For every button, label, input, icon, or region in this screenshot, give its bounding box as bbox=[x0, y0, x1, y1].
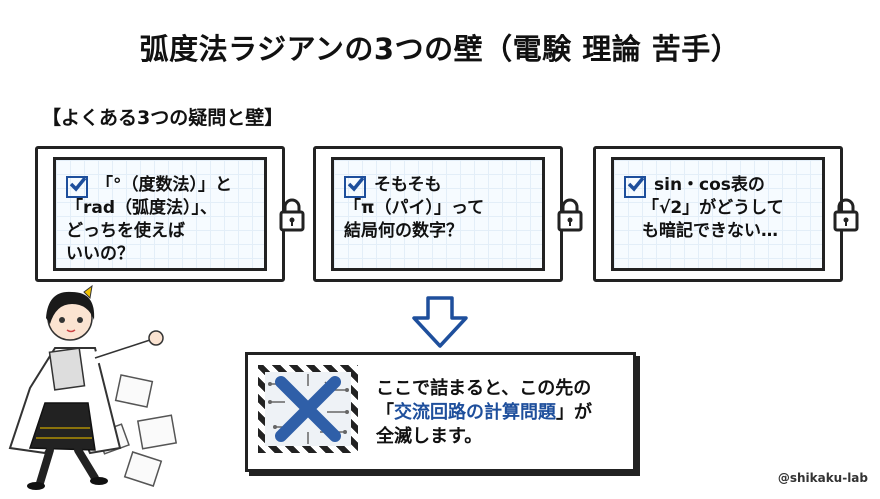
panel-line-1: 「°（度数法）」と bbox=[96, 175, 232, 195]
cross-mark-icon bbox=[268, 374, 349, 444]
panel-text: そもそも 「π（パイ）」って 結局何の数字？ bbox=[344, 174, 532, 243]
warning-text: ここで詰まると、この先の 「交流回路の計算問題」が 全滅します。 bbox=[376, 377, 592, 449]
panel-text: sin・cos表の 「√2」がどうして も暗記できない… bbox=[624, 174, 812, 243]
warning-line-3: 全滅します。 bbox=[376, 426, 483, 447]
panel-text: 「°（度数法）」と 「rad（弧度法）」、 どっちを使えば いいの？ bbox=[66, 174, 254, 266]
warning-line-1: ここで詰まると、この先の bbox=[376, 378, 592, 399]
warning-line-2: 「交流回路の計算問題」が bbox=[376, 401, 592, 425]
checkbox-icon bbox=[344, 176, 366, 198]
padlock-icon bbox=[833, 198, 859, 236]
panel-board: 「°（度数法）」と 「rad（弧度法）」、 どっちを使えば いいの？ bbox=[53, 157, 267, 271]
hazard-frame bbox=[258, 365, 358, 453]
panel-line-3: 結局何の数字？ bbox=[344, 221, 463, 241]
padlock-icon bbox=[279, 198, 305, 236]
panel-line-3: どっちを使えば bbox=[66, 221, 185, 241]
question-panel-3: sin・cos表の 「√2」がどうして も暗記できない… bbox=[593, 146, 859, 282]
circuit-pattern bbox=[265, 372, 351, 446]
panel-line-2: 「√2」がどうして bbox=[642, 198, 784, 218]
section-label: 【よくある3つの疑問と壁】 bbox=[42, 107, 284, 129]
character-illustration bbox=[0, 278, 210, 499]
panel-line-3: も暗記できない… bbox=[642, 221, 778, 241]
panel-board: sin・cos表の 「√2」がどうして も暗記できない… bbox=[611, 157, 825, 271]
credit-label: @shikaku-lab bbox=[777, 471, 868, 485]
bracket-close: 」が bbox=[556, 402, 592, 423]
down-arrow-icon bbox=[410, 296, 470, 352]
panel-line-4: いいの？ bbox=[66, 244, 134, 264]
panel-line-1: sin・cos表の bbox=[654, 175, 765, 195]
bracket-open: 「 bbox=[376, 402, 394, 423]
question-panel-1: 「°（度数法）」と 「rad（弧度法）」、 どっちを使えば いいの？ bbox=[35, 146, 305, 282]
question-panel-2: そもそも 「π（パイ）」って 結局何の数字？ bbox=[313, 146, 583, 282]
checkbox-icon bbox=[624, 176, 646, 198]
padlock-icon bbox=[557, 198, 583, 236]
panel-board: そもそも 「π（パイ）」って 結局何の数字？ bbox=[331, 157, 545, 271]
panel-line-2: 「π（パイ）」って bbox=[344, 198, 485, 218]
checkbox-icon bbox=[66, 176, 88, 198]
page-title: 弧度法ラジアンの3つの壁（電験 理論 苦手） bbox=[139, 32, 741, 66]
panel-line-2: 「rad（弧度法）」、 bbox=[66, 198, 218, 218]
warning-box: ここで詰まると、この先の 「交流回路の計算問題」が 全滅します。 bbox=[245, 352, 636, 472]
highlight-text: 交流回路の計算問題 bbox=[394, 402, 556, 423]
panel-line-1: そもそも bbox=[374, 175, 442, 195]
